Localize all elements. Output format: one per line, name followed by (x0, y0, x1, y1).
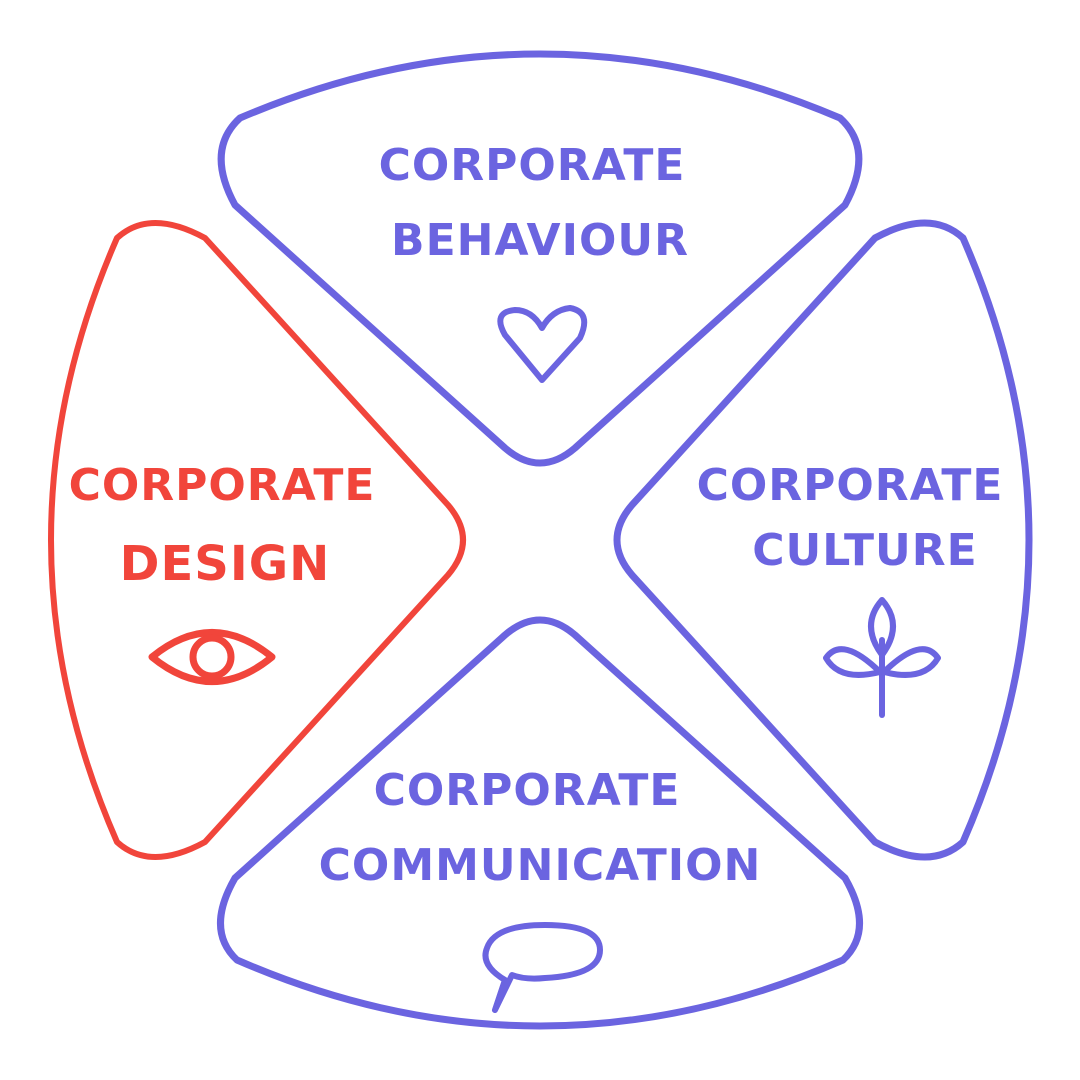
segment-communication-subtitle: COMMUNICATION (319, 840, 762, 891)
segment-behaviour[interactable]: CORPORATE BEHAVIOUR (217, 50, 863, 467)
segment-behaviour-outline (217, 50, 863, 467)
segment-culture-outline (613, 219, 1033, 861)
segment-behaviour-subtitle: BEHAVIOUR (391, 215, 689, 266)
segment-communication[interactable]: CORPORATE COMMUNICATION (217, 616, 863, 1030)
segment-culture-subtitle: CULTURE (752, 525, 977, 576)
segment-culture-title: CORPORATE (697, 460, 1004, 511)
segment-behaviour-title: CORPORATE (379, 140, 686, 191)
heart-icon (497, 305, 588, 383)
eye-icon (148, 629, 276, 685)
segment-design-outline (48, 220, 466, 860)
plant-icon (823, 597, 941, 718)
segment-design-title: CORPORATE (69, 460, 376, 511)
segment-design[interactable]: CORPORATE DESIGN (48, 220, 466, 860)
speech-bubble-icon (482, 922, 603, 1013)
segment-culture[interactable]: CORPORATE CULTURE (613, 219, 1033, 861)
segment-design-subtitle: DESIGN (120, 536, 331, 592)
segment-communication-title: CORPORATE (374, 765, 681, 816)
segment-communication-outline (217, 616, 863, 1030)
